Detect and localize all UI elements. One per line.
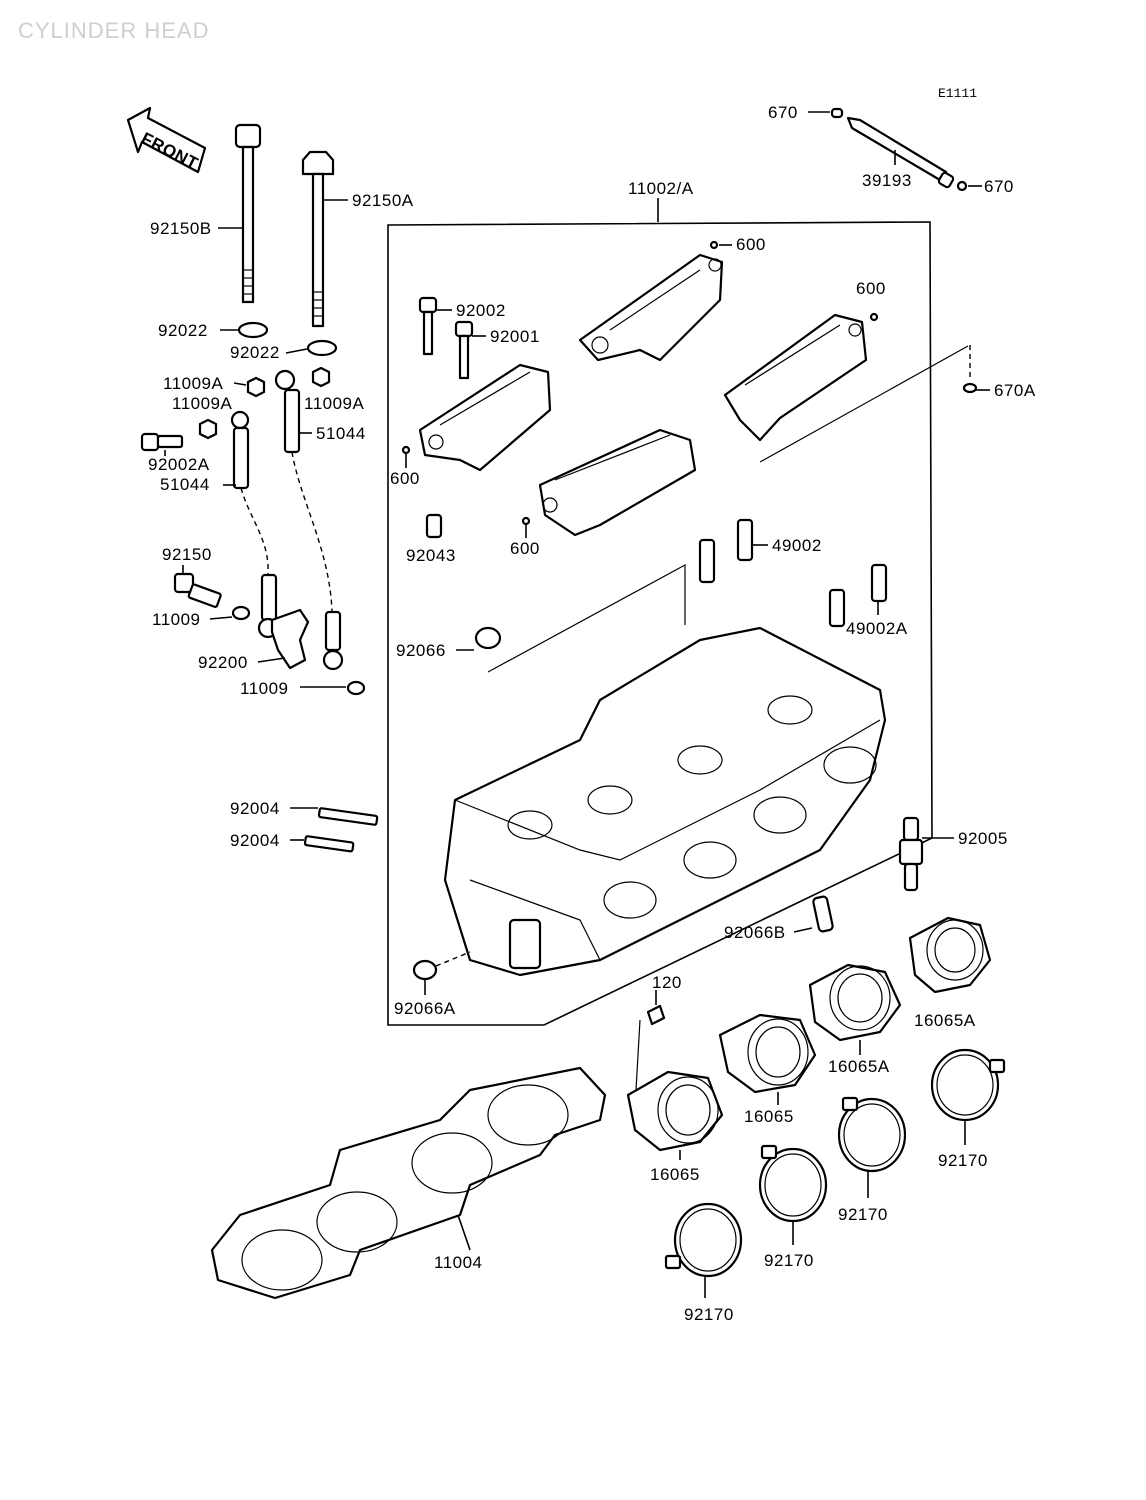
oil-hose-left bbox=[230, 410, 279, 639]
label-16065-a: 16065 bbox=[744, 1107, 794, 1126]
label-92004-b: 92004 bbox=[230, 831, 280, 850]
clamp-92170-a bbox=[930, 1048, 1006, 1145]
label-600-b: 600 bbox=[856, 279, 886, 298]
cylinder-head-casting bbox=[443, 626, 887, 977]
dowel-600-b bbox=[869, 312, 879, 322]
camshaft-cap-3 bbox=[418, 363, 552, 472]
oil-hose-right bbox=[274, 369, 344, 671]
label-92043: 92043 bbox=[406, 546, 456, 565]
bracket-92200 bbox=[270, 608, 310, 670]
washer-92022-b bbox=[306, 339, 338, 357]
label-92066A: 92066A bbox=[394, 999, 456, 1018]
label-11009-b: 11009 bbox=[240, 679, 289, 698]
intake-holder-16065A-b bbox=[808, 963, 902, 1055]
cap-bolt-92001 bbox=[454, 320, 486, 380]
label-39193: 39193 bbox=[862, 171, 912, 190]
label-11004: 11004 bbox=[434, 1253, 483, 1272]
stud-92004-b bbox=[290, 835, 355, 853]
label-92150: 92150 bbox=[162, 545, 212, 564]
plug-92043 bbox=[425, 513, 443, 539]
head-gasket-11004 bbox=[210, 1066, 607, 1300]
grommet-92066A bbox=[412, 959, 438, 981]
oil-pipe bbox=[808, 107, 982, 192]
label-92066: 92066 bbox=[396, 641, 446, 660]
label-92004-a: 92004 bbox=[230, 799, 280, 818]
camshaft-cap-1 bbox=[578, 253, 724, 362]
label-92170-d: 92170 bbox=[684, 1305, 734, 1324]
clamp-92170-c bbox=[758, 1144, 828, 1245]
label-92150A: 92150A bbox=[352, 191, 414, 210]
grommet-92066 bbox=[474, 626, 502, 650]
intake-holder-16065A-a bbox=[908, 916, 992, 994]
clamp-92170-d bbox=[664, 1202, 743, 1298]
label-11002A: 11002/A bbox=[628, 179, 694, 198]
washer-11009-b bbox=[346, 680, 366, 696]
label-16065-b: 16065 bbox=[650, 1165, 700, 1184]
label-92022-a: 92022 bbox=[158, 321, 208, 340]
assembly-frame bbox=[387, 198, 933, 1026]
banjo-bolt-92002A bbox=[140, 432, 184, 456]
clamp-92170-b bbox=[837, 1096, 907, 1198]
label-11009A-b: 11009A bbox=[172, 394, 233, 413]
camshaft-cap-2 bbox=[723, 313, 868, 442]
label-670-a: 670 bbox=[768, 103, 798, 122]
label-51044-a: 51044 bbox=[316, 424, 366, 443]
label-49002: 49002 bbox=[772, 536, 822, 555]
diagram-code: E1111 bbox=[938, 86, 977, 101]
label-92022-b: 92022 bbox=[230, 343, 280, 362]
washer-11009-a bbox=[231, 605, 251, 621]
label-600-c: 600 bbox=[390, 469, 420, 488]
camshaft-cap-4 bbox=[538, 428, 697, 537]
bolt-92150 bbox=[173, 565, 222, 608]
nut-11009A-a bbox=[246, 376, 266, 398]
label-120: 120 bbox=[652, 973, 682, 992]
dowel-600-c bbox=[401, 445, 411, 455]
label-92200: 92200 bbox=[198, 653, 248, 672]
label-670A: 670A bbox=[994, 381, 1036, 400]
dowel-600-a bbox=[709, 240, 719, 250]
intake-holder-16065-b bbox=[626, 1070, 724, 1160]
label-51044-b: 51044 bbox=[160, 475, 210, 494]
label-11009A-a: 11009A bbox=[163, 374, 224, 393]
cap-bolt-92002 bbox=[418, 296, 452, 356]
nut-11009A-b bbox=[311, 366, 331, 388]
head-bolt-long bbox=[218, 123, 262, 304]
label-11009-a: 11009 bbox=[152, 610, 201, 629]
oil-jet-49002 bbox=[698, 518, 768, 584]
fitting-92005 bbox=[898, 816, 954, 892]
washer-92022-a bbox=[237, 321, 269, 339]
label-92002A: 92002A bbox=[148, 455, 210, 474]
oil-jet-49002A bbox=[828, 563, 888, 628]
seal-670A bbox=[962, 382, 978, 394]
label-92170-c: 92170 bbox=[764, 1251, 814, 1270]
clamp-screw-120 bbox=[635, 990, 666, 1091]
dowel-600-d bbox=[521, 516, 531, 526]
label-92066B: 92066B bbox=[724, 923, 786, 942]
nut-11009A-c bbox=[198, 418, 218, 440]
label-49002A: 49002A bbox=[846, 619, 908, 638]
label-92005: 92005 bbox=[958, 829, 1008, 848]
intake-holder-16065-a bbox=[718, 1013, 817, 1105]
part-labels: 670 670 39193 11002/A 600 600 600 600 67… bbox=[148, 103, 1036, 1324]
label-670-b: 670 bbox=[984, 177, 1014, 196]
head-bolt-short bbox=[301, 150, 348, 328]
label-16065A-b: 16065A bbox=[828, 1057, 890, 1076]
diagram-title: CYLINDER HEAD bbox=[18, 18, 209, 43]
label-92150B: 92150B bbox=[150, 219, 212, 238]
label-92002: 92002 bbox=[456, 301, 506, 320]
label-600-a: 600 bbox=[736, 235, 766, 254]
label-16065A-a: 16065A bbox=[914, 1011, 976, 1030]
label-11009A-c: 11009A bbox=[304, 394, 365, 413]
plug-92066B bbox=[812, 895, 834, 933]
label-92001: 92001 bbox=[490, 327, 540, 346]
label-92170-b: 92170 bbox=[838, 1205, 888, 1224]
stud-92004-a bbox=[290, 807, 379, 826]
label-92170-a: 92170 bbox=[938, 1151, 988, 1170]
label-600-d: 600 bbox=[510, 539, 540, 558]
front-arrow-icon: FRONT bbox=[126, 106, 207, 173]
